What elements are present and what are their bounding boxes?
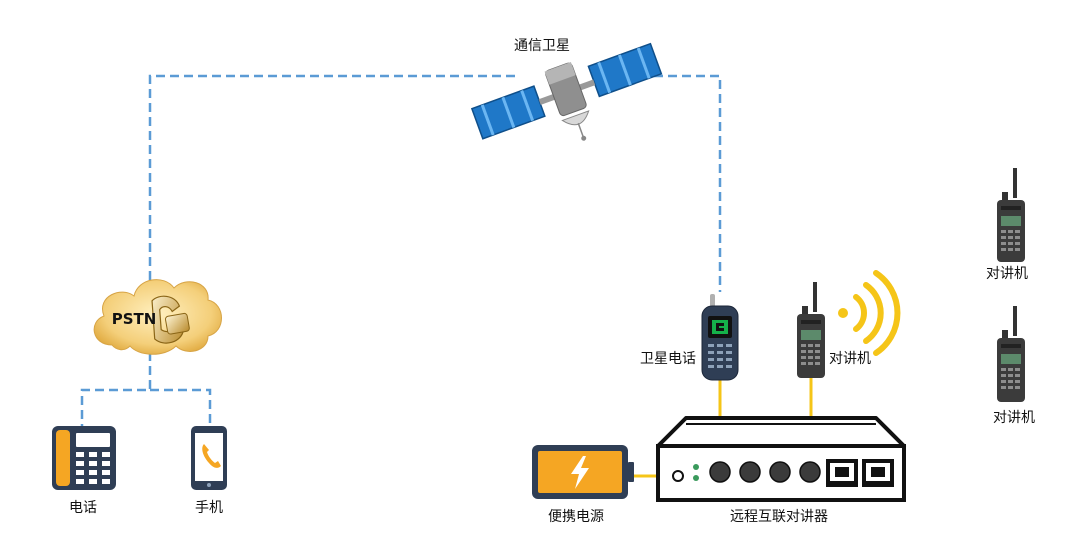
satellite-icon [470, 42, 663, 141]
walkie-talkie-icon-right-bottom [997, 306, 1025, 402]
link-pstn-to-mobile [150, 388, 212, 426]
network-box-icon [656, 416, 906, 502]
radio-connected-label: 对讲机 [829, 351, 871, 367]
cables [630, 377, 813, 478]
walkie-talkie-icon-right-top [997, 168, 1025, 262]
pstn-cloud-icon [93, 279, 222, 355]
walkie-talkie-icon-connected [797, 282, 825, 378]
pstn-label: PSTN [112, 310, 157, 328]
dashed-links [80, 74, 722, 426]
battery-icon [532, 445, 634, 499]
satellite-label: 通信卫星 [514, 38, 570, 54]
sat-phone-label: 卫星电话 [640, 351, 696, 367]
link-pstn-to-phones [80, 352, 152, 426]
power-bank-label: 便携电源 [548, 509, 604, 525]
device-label: 远程互联对讲器 [730, 509, 828, 525]
radio-right-top-label: 对讲机 [986, 266, 1028, 282]
radio-waves-icon [838, 270, 901, 356]
link-satellite-to-sat-phone [640, 74, 722, 292]
mobile-phone-label: 手机 [195, 500, 223, 516]
satellite-phone-icon [701, 294, 739, 381]
link-satellite-to-pstn [148, 74, 515, 290]
desk-phone-label: 电话 [69, 500, 97, 516]
mobile-phone-icon [191, 426, 227, 490]
radio-right-bottom-label: 对讲机 [993, 410, 1035, 426]
desk-phone-icon [52, 426, 116, 490]
